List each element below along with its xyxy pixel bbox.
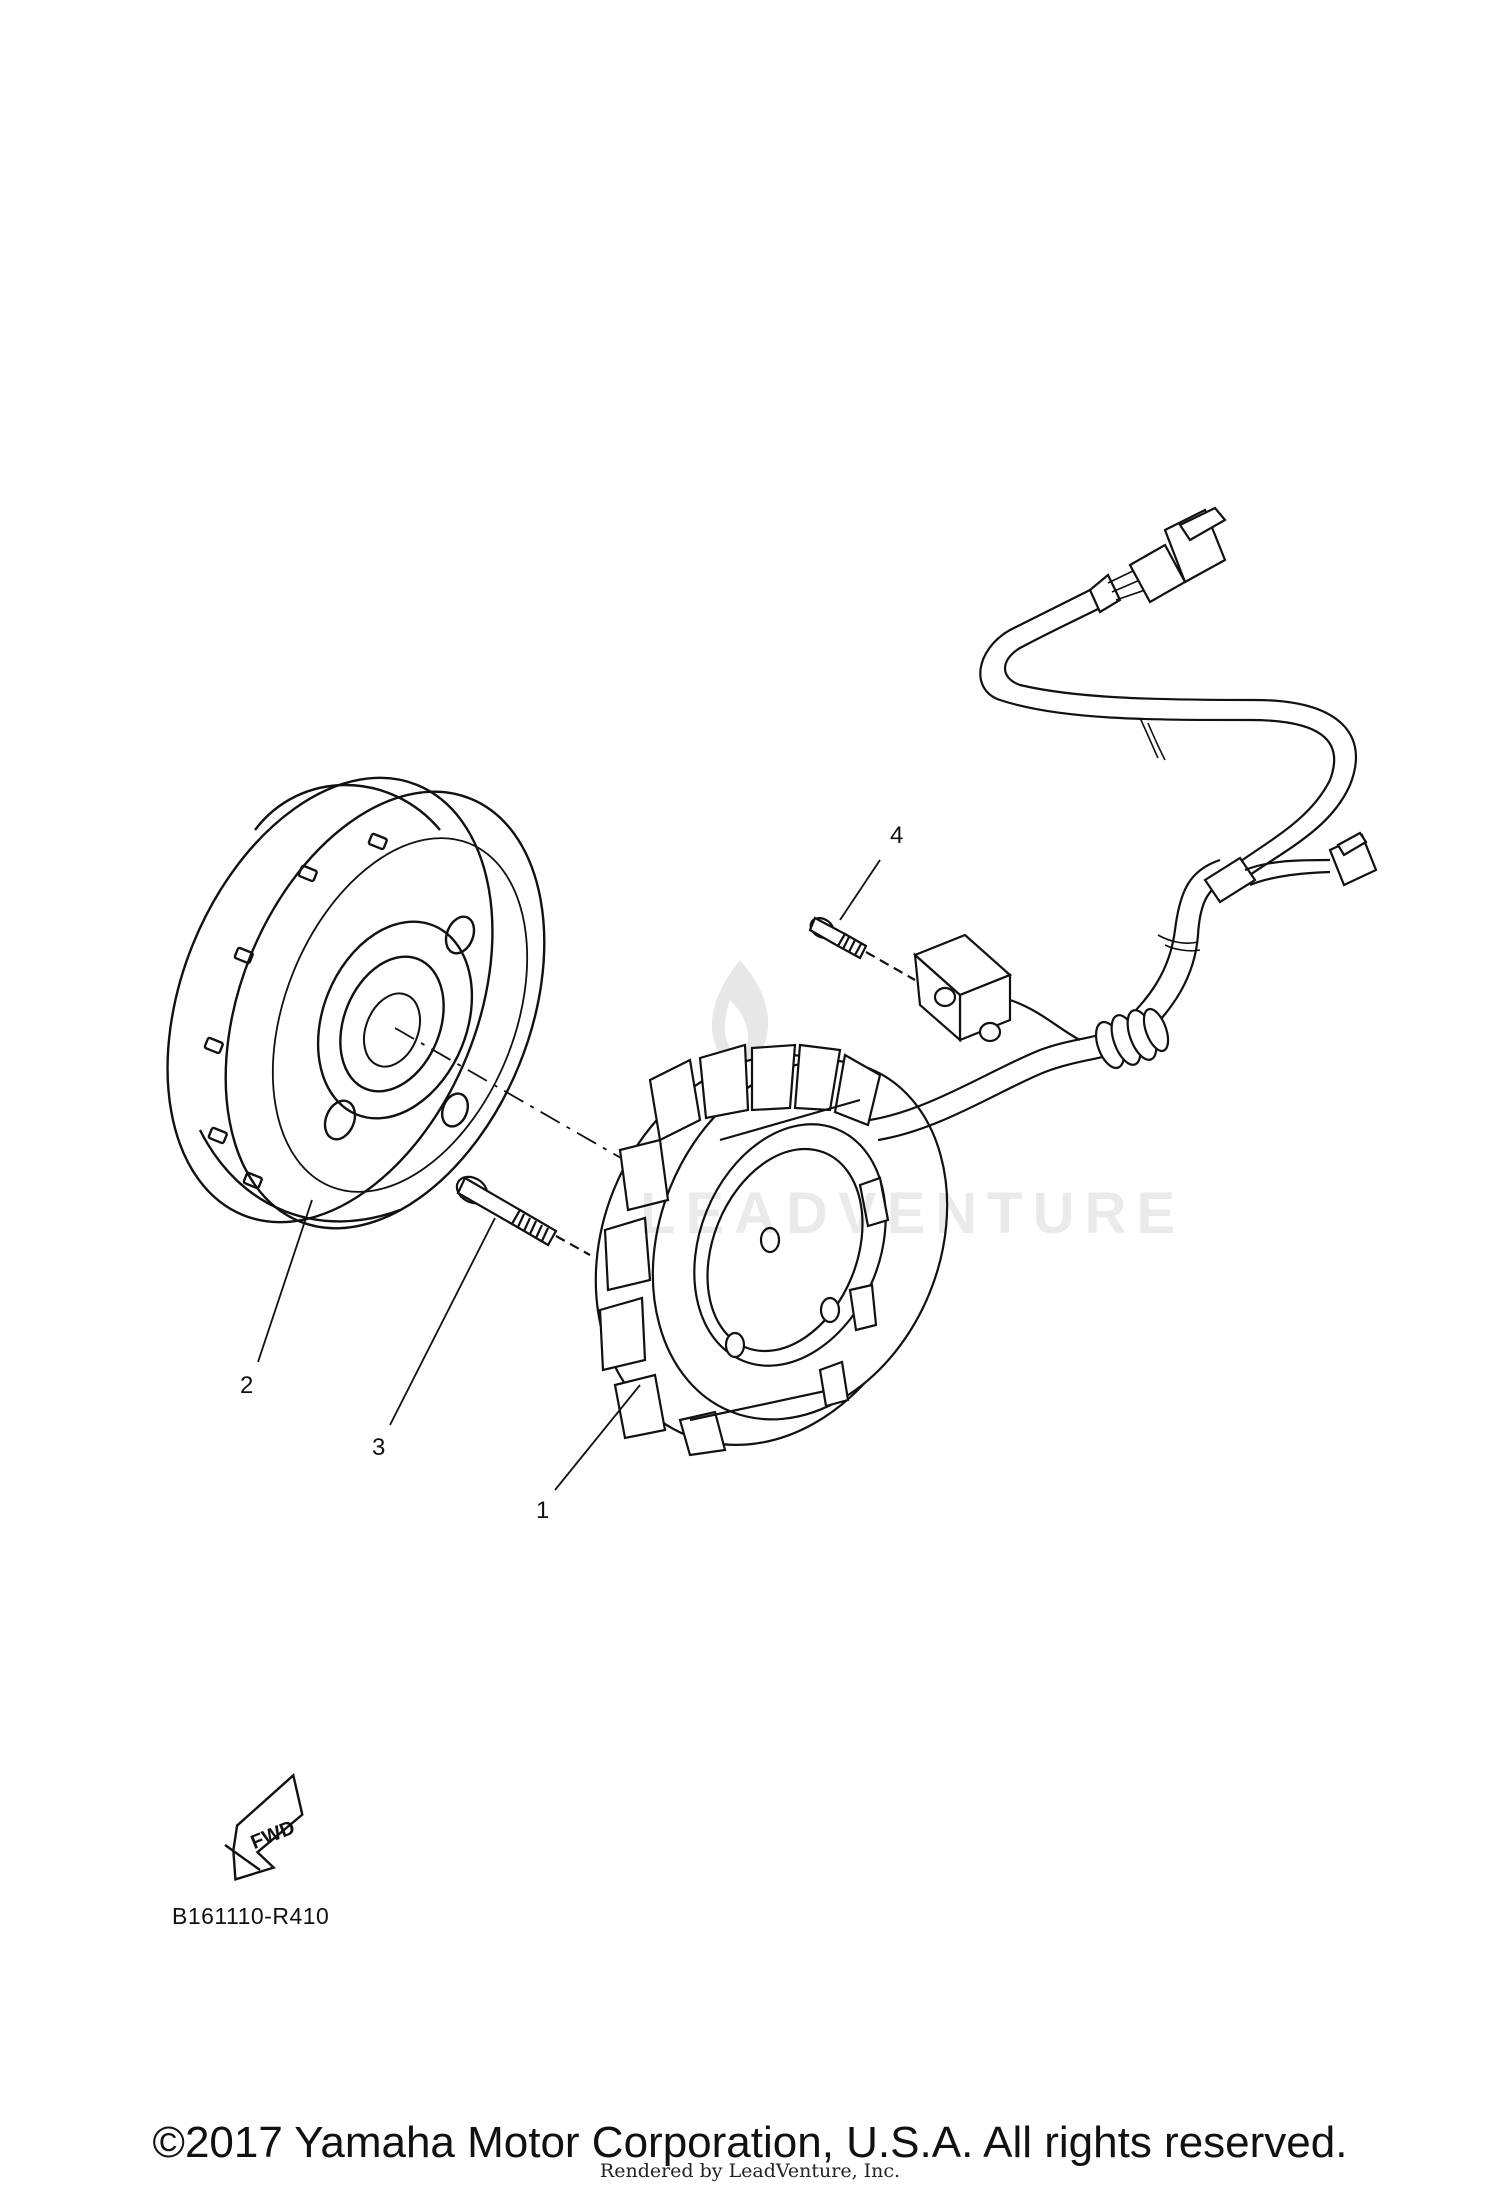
rotor-flywheel	[166, 776, 546, 1230]
leadventure-watermark: LEADVENTURE	[640, 1181, 1186, 1246]
stator-bolt	[455, 1175, 591, 1256]
callout-1: 1	[536, 1497, 550, 1524]
callout-3: 3	[372, 1434, 386, 1461]
harness-connector-main	[1128, 506, 1227, 604]
wire-harness	[869, 569, 1358, 1142]
callout-leaders	[257, 859, 881, 1491]
pickup-coil	[912, 933, 1081, 1043]
fwd-arrow-icon	[224, 1773, 304, 1881]
harness-connector-small	[1328, 831, 1378, 887]
callout-4: 4	[890, 822, 904, 849]
callout-2: 2	[240, 1372, 254, 1399]
diagram-code: B161110-R410	[172, 1903, 330, 1929]
rendered-by-notice: Rendered by LeadVenture, Inc.	[599, 2160, 901, 2182]
pickup-coil-screw	[808, 916, 916, 981]
stator-assembly	[594, 1043, 949, 1457]
copyright-notice: ©2017 Yamaha Motor Corporation, U.S.A. A…	[152, 2118, 1348, 2167]
